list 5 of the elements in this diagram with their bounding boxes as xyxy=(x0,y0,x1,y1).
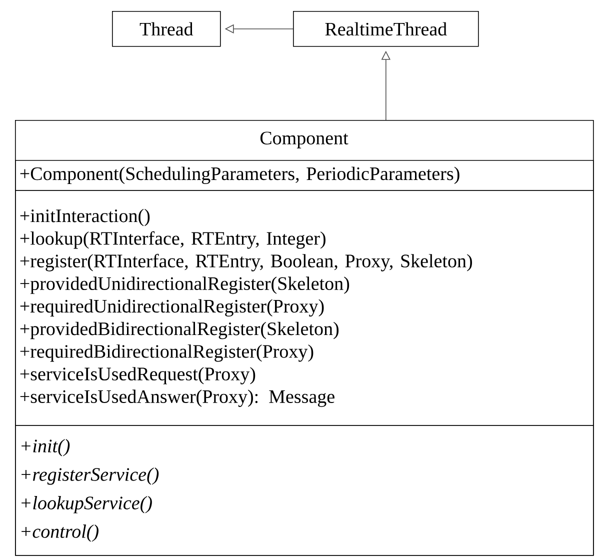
compartment: +init() +registerService() +lookupService() +control() xyxy=(15,425,594,556)
class-box: RealtimeThread xyxy=(293,11,479,47)
compartment: +Component(SchedulingParameters, PeriodicParameters) xyxy=(15,160,594,191)
class-box: Thread xyxy=(112,11,221,47)
compartment: +initInteraction() +lookup(RTInterface, RTEntry, Integer) +register(RTInterface, RTEntry, Boolean, Proxy, Skeleton) +providedUnidirectionalRegister(Skeleton) +requiredUnidirectionalRegister(Proxy) +providedBidirectionalRegister(Skeleton) +requiredBidirectionalRegister(Proxy) +serviceIsUsedRequest(Proxy) +serviceIsUsedAnswer(Proxy): Message xyxy=(15,190,594,426)
